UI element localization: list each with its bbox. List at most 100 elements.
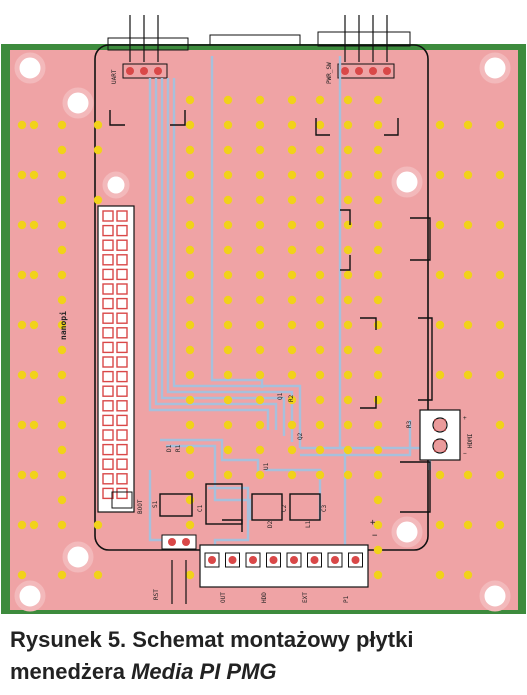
via-pad	[185, 470, 195, 480]
power-switch-header: PWR_SW	[317, 15, 411, 84]
via-pad	[373, 470, 383, 480]
via-pad	[287, 295, 297, 305]
via-pad	[255, 320, 265, 330]
via-pad	[373, 120, 383, 130]
gpio-pin	[102, 473, 114, 485]
via-pad	[57, 520, 67, 530]
gpio-pin	[102, 385, 114, 397]
c3-label: C3	[321, 504, 328, 512]
via-pad	[185, 420, 195, 430]
gpio-pin	[102, 341, 114, 354]
via-pad	[315, 295, 325, 305]
via-pad	[223, 445, 233, 455]
via-pad	[287, 395, 297, 405]
via-pad	[315, 220, 325, 230]
via-pad	[17, 570, 27, 580]
via-pad	[287, 270, 297, 280]
via-pad	[185, 495, 195, 505]
via-pad	[185, 370, 195, 380]
via-pad	[315, 370, 325, 380]
via-pad	[343, 270, 353, 280]
terminal-pin	[249, 556, 257, 564]
terminal-pin	[331, 556, 339, 564]
uart-header: UART	[107, 15, 189, 84]
terminal-pin-frame	[204, 552, 220, 568]
c2-label: C2	[281, 504, 288, 512]
label-hdd: HDD	[261, 592, 268, 603]
via-pad	[185, 195, 195, 205]
via-pad	[185, 345, 195, 355]
reset-header: RST	[153, 534, 197, 604]
via-pad	[287, 420, 297, 430]
q1-label: Q1	[277, 392, 284, 400]
gpio-pin	[116, 356, 128, 368]
via-pad	[315, 395, 325, 405]
via-pad	[343, 345, 353, 355]
via-pad	[373, 545, 383, 555]
via-pad	[29, 520, 39, 530]
via-pad	[315, 345, 325, 355]
c1-label: C1	[197, 504, 204, 512]
gpio-pin	[102, 268, 114, 281]
via-pad	[17, 370, 27, 380]
via-pad	[255, 470, 265, 480]
gpio-pin	[116, 268, 128, 281]
via-pad	[315, 95, 325, 105]
via-pad	[343, 220, 353, 230]
terminal-pin	[310, 556, 319, 564]
via-pad	[17, 120, 27, 130]
via-pad	[343, 370, 353, 380]
gpio-pin	[116, 400, 128, 412]
via-pad	[185, 220, 195, 230]
via-pad	[373, 220, 383, 230]
via-pad	[435, 120, 445, 130]
gpio-pin	[116, 487, 128, 500]
via-pad	[315, 195, 325, 205]
via-pad	[287, 370, 297, 380]
via-pad	[287, 170, 297, 180]
via-pad	[495, 370, 505, 380]
terminal-pin	[290, 556, 298, 564]
via-pad	[373, 570, 383, 580]
gpio-pin	[116, 385, 128, 397]
l1-label: L1	[305, 520, 312, 528]
via-pad	[287, 445, 297, 455]
via-pad	[57, 245, 67, 255]
gpio-pin	[102, 443, 114, 456]
via-pad	[57, 270, 67, 280]
via-pad	[93, 570, 103, 580]
via-pad	[343, 470, 353, 480]
via-pad	[29, 170, 39, 180]
terminal-pin-frame	[266, 552, 281, 568]
terminal-pin-frame	[286, 552, 302, 568]
via-pad	[373, 245, 383, 255]
via-pad	[255, 95, 265, 105]
via-pad	[17, 220, 27, 230]
via-pad	[93, 120, 103, 130]
via-pad	[57, 345, 67, 355]
via-pad	[185, 245, 195, 255]
gpio-pin	[102, 370, 114, 383]
via-pad	[315, 470, 325, 480]
gpio-pin	[102, 487, 114, 500]
uart-label: UART	[111, 69, 118, 84]
terminal-pin-frame	[307, 552, 322, 568]
via-pad	[57, 445, 67, 455]
via-pad	[223, 370, 233, 380]
via-pad	[255, 170, 265, 180]
gpio-pin	[102, 283, 114, 295]
via-pad	[255, 370, 265, 380]
component-outlines	[109, 110, 433, 532]
via-pad	[435, 170, 445, 180]
via-pad	[463, 470, 473, 480]
via-pad	[57, 470, 67, 480]
via-pad	[223, 320, 233, 330]
via-pad	[255, 220, 265, 230]
via-pad	[223, 220, 233, 230]
gpio-pin	[102, 429, 114, 441]
gpio-pin	[102, 414, 114, 427]
via-pad	[17, 520, 27, 530]
via-pad	[93, 520, 103, 530]
via-pad	[287, 220, 297, 230]
gpio-pin	[102, 239, 114, 251]
